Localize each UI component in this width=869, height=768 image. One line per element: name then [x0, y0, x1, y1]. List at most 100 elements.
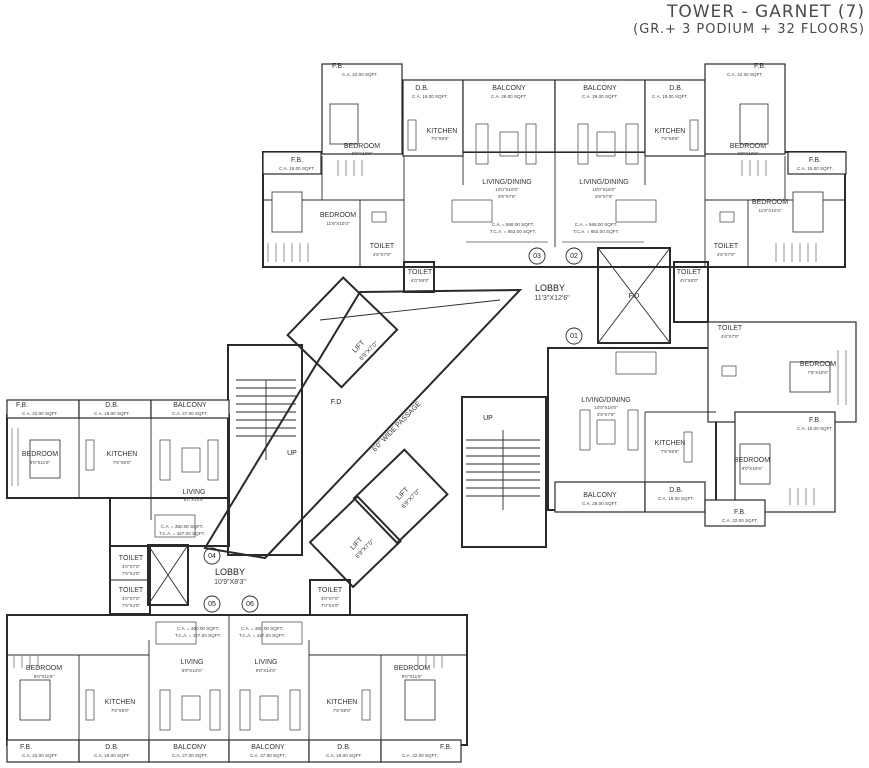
label-livdin-r: LIVING/DINING [581, 397, 630, 404]
area-fb-r: C.A. 15.00 SQFT. [797, 426, 833, 431]
label-toilet-tl: TOILET [370, 243, 395, 250]
stair-up-left: UP [287, 450, 297, 457]
area-tl-fb: C.A. 22.00 SQFT. [342, 72, 378, 77]
left-wing: F.B. C.A. 22.00 SQFT. D.B. C.A. 18.00 SQ… [6, 399, 230, 608]
size-livdin-tl-1: 10'0"X16'0" [495, 187, 519, 192]
size-kitchen-l: 7'6"X8'0" [113, 460, 132, 465]
size-toilet-r: 4'6"X7'0" [721, 334, 740, 339]
label-toilet-tl2: TOILET [408, 269, 433, 276]
label-bed-ml: BEDROOM [320, 212, 356, 219]
label-fb-r2: F.B. [734, 509, 746, 516]
area-fb-b2: C.A. 22.00 SQFT. [402, 753, 438, 758]
label-kitchen-tr: KITCHEN [655, 128, 686, 135]
label-toilet-r: TOILET [718, 325, 743, 332]
top-wing: F.B. C.A. 22.00 SQFT. F.B. C.A. 22.00 SQ… [262, 63, 847, 283]
label-kitchen-tl: KITCHEN [427, 128, 458, 135]
size-kitchen-tr: 7'6"X8'6" [661, 136, 680, 141]
size-kitchen-b2: 7'6"X8'0" [333, 708, 352, 713]
area-balcony-b2: C.A. 27.00 SQFT. [250, 753, 286, 758]
area-ca-l: C.A. = 360.00 SQFT. [161, 524, 204, 529]
label-bed-b1: BEDROOM [26, 665, 62, 672]
size-toilet-l1b: 7'0"X4'0" [122, 571, 141, 576]
label-kitchen-r: KITCHEN [655, 440, 686, 447]
size-kitchen-r: 7'6"X8'6" [661, 449, 680, 454]
fd-shaft: F.D [629, 293, 640, 300]
stair-up-right: UP [483, 415, 493, 422]
label-living-b1: LIVING [181, 659, 204, 666]
label-db-r: D.B. [669, 487, 683, 494]
size-living-l: 9'0"X14'6" [184, 497, 205, 502]
area-ca-tl: C.A. = 568.00 SQFT. [492, 222, 535, 227]
size-bed-r2: 9'0"X10'6" [742, 466, 763, 471]
label-living-b2: LIVING [255, 659, 278, 666]
plan-subtitle: (GR.+ 3 PODIUM + 32 FLOORS) [633, 22, 865, 37]
size-toilet-b: 4'0"X7'0" [321, 596, 340, 601]
size-bed-r: 7'6"X10'6" [808, 370, 829, 375]
label-db-l: D.B. [105, 402, 119, 409]
label-db-tr: D.B. [669, 85, 683, 92]
top-left-db [402, 79, 464, 157]
label-livdin-tl: LIVING/DINING [482, 179, 531, 186]
label-fb-ml: F.B. [291, 157, 303, 164]
label-db-b1: D.B. [105, 744, 119, 751]
top-left-fb2 [262, 151, 322, 175]
size-toilet-l1: 4'0"X7'0" [122, 564, 141, 569]
area-tca-tl: T.C.A. = 652.00 SQFT. [490, 229, 536, 234]
size-living-b2: 9'0"X14'6" [256, 668, 277, 673]
passage-label: 6'0" WIDE PASSAGE [371, 400, 423, 453]
size-bed-l: 9'0"X11'6" [30, 460, 51, 465]
area-fb-ml: C.A. 15.00 SQFT. [279, 166, 315, 171]
lobby-lower-label: LOBBY [215, 567, 245, 577]
label-balcony-tr: BALCONY [583, 85, 617, 92]
area-ca-b1: C.A. = 360.00 SQFT. [177, 626, 220, 631]
area-ca-tr: C.A. = 568.00 SQFT. [575, 222, 618, 227]
size-bed-ml: 11'6"X10'3" [326, 221, 349, 226]
label-toilet-tr: TOILET [714, 243, 739, 250]
label-bed-r: BEDROOM [800, 361, 836, 368]
area-balcony-tr: C.A. 29.00 SQFT. [582, 94, 618, 99]
label-fb-l: F.B. [16, 402, 28, 409]
size-kitchen-tl: 7'6"X8'6" [431, 136, 450, 141]
flat-number-01: 01 [570, 333, 578, 340]
label-kitchen-b2: KITCHEN [327, 699, 358, 706]
flat-number-05: 05 [208, 601, 216, 608]
size-livdin-tr-1: 10'0"X16'0" [592, 187, 616, 192]
area-fb-l: C.A. 22.00 SQFT. [22, 411, 58, 416]
label-livdin-tr: LIVING/DINING [579, 179, 628, 186]
label-toilet-l2: TOILET [119, 587, 144, 594]
area-fb-mr: C.A. 15.00 SQFT. [797, 166, 833, 171]
label-balcony-b2: BALCONY [251, 744, 285, 751]
label-fb-b1: F.B. [20, 744, 32, 751]
bottom-wing: C.A. = 360.00 SQFT. T.C.A. = 427.00 SQFT… [6, 579, 468, 763]
flat-number-03: 03 [533, 253, 541, 260]
top-right-db [644, 79, 706, 157]
label-fb-r: F.B. [809, 417, 821, 424]
area-ca-b2: C.A. = 360.00 SQFT. [241, 626, 284, 631]
area-db-r: C.A. 18.00 SQFT. [658, 496, 694, 501]
size-toilet-tr: 4'6"X7'0" [717, 252, 736, 257]
core: F.D LOBBY 11'3"X12'6" 03 02 01 LIFT 6'6"… [147, 247, 671, 613]
label-bed-l: BEDROOM [22, 451, 58, 458]
label-fb-mr: F.B. [809, 157, 821, 164]
top-balcony-right [554, 79, 646, 153]
size-bed-b1: 9'0"X11'6" [34, 674, 55, 679]
area-balcony-b1: C.A. 27.00 SQFT. [172, 753, 208, 758]
label-db-b2: D.B. [337, 744, 351, 751]
area-db-l: C.A. 18.00 SQFT. [94, 411, 130, 416]
label-bed-tr: BEDROOM [730, 143, 766, 150]
label-toilet-tr2: TOILET [677, 269, 702, 276]
size-livdin-tr-2: 3'9"X7'6" [595, 194, 614, 199]
size-livdin-r-1: 10'0"X16'0" [594, 405, 618, 410]
size-bed-tl: 9'0"X10'6" [352, 151, 373, 156]
label-fb-tl: F.B. [332, 63, 344, 70]
area-balcony-l: C.A. 27.00 SQFT. [172, 411, 208, 416]
size-toilet-l2b: 7'0"X4'0" [122, 603, 141, 608]
label-toilet-l1: TOILET [119, 555, 144, 562]
label-balcony-l: BALCONY [173, 402, 207, 409]
area-db-b2: C.A. 18.00 SQFT. [326, 753, 362, 758]
size-toilet-tr2: 4'0"X8'0" [680, 278, 699, 283]
label-balcony-r: BALCONY [583, 492, 617, 499]
label-bed-r2: BEDROOM [734, 457, 770, 464]
area-tr-fb: C.A. 22.00 SQFT. [727, 72, 763, 77]
